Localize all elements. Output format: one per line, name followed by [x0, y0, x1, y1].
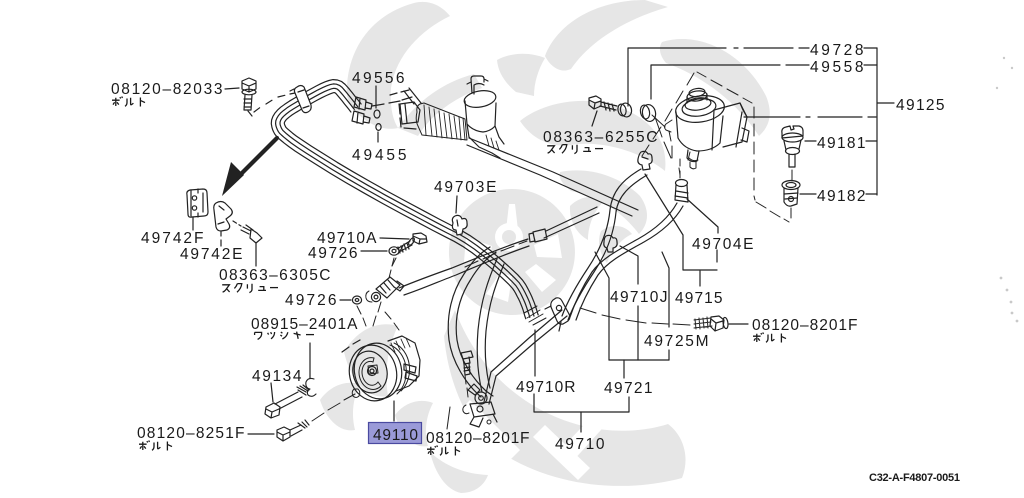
svg-text:08120–8201F: 08120–8201F	[426, 430, 530, 447]
svg-text:49728: 49728	[810, 42, 864, 59]
svg-text:08120–8201F: 08120–8201F	[752, 317, 858, 334]
svg-text:08120–82033: 08120–82033	[111, 81, 223, 98]
svg-text:08120–8251F: 08120–8251F	[137, 425, 245, 442]
svg-text:49726: 49726	[308, 245, 358, 262]
svg-text:08363–6305C: 08363–6305C	[219, 267, 331, 284]
svg-text:49703E: 49703E	[434, 179, 497, 196]
svg-text:49125: 49125	[896, 97, 945, 114]
svg-text:49742E: 49742E	[180, 246, 243, 263]
svg-text:49181: 49181	[817, 135, 866, 152]
svg-text:49455: 49455	[352, 147, 407, 164]
svg-text:49556: 49556	[352, 70, 405, 87]
svg-text:08915–2401A: 08915–2401A	[251, 316, 358, 333]
svg-text:49715: 49715	[675, 290, 723, 307]
svg-text:49704E: 49704E	[692, 236, 754, 253]
svg-text:49558: 49558	[810, 59, 864, 76]
svg-text:49742F: 49742F	[141, 230, 204, 247]
svg-text:C32-A-F4807-0051: C32-A-F4807-0051	[869, 472, 960, 484]
svg-text:49134: 49134	[252, 368, 302, 385]
svg-text:08363–6255C: 08363–6255C	[543, 129, 658, 146]
svg-text:49182: 49182	[817, 188, 866, 205]
svg-text:49710R: 49710R	[516, 379, 576, 396]
svg-text:49110: 49110	[373, 427, 418, 444]
svg-text:49710: 49710	[555, 436, 605, 453]
svg-text:49710J: 49710J	[610, 289, 668, 306]
svg-text:49710A: 49710A	[317, 230, 377, 247]
svg-text:49726: 49726	[285, 292, 337, 309]
svg-text:49725M: 49725M	[644, 333, 709, 350]
svg-text:49721: 49721	[604, 380, 653, 397]
